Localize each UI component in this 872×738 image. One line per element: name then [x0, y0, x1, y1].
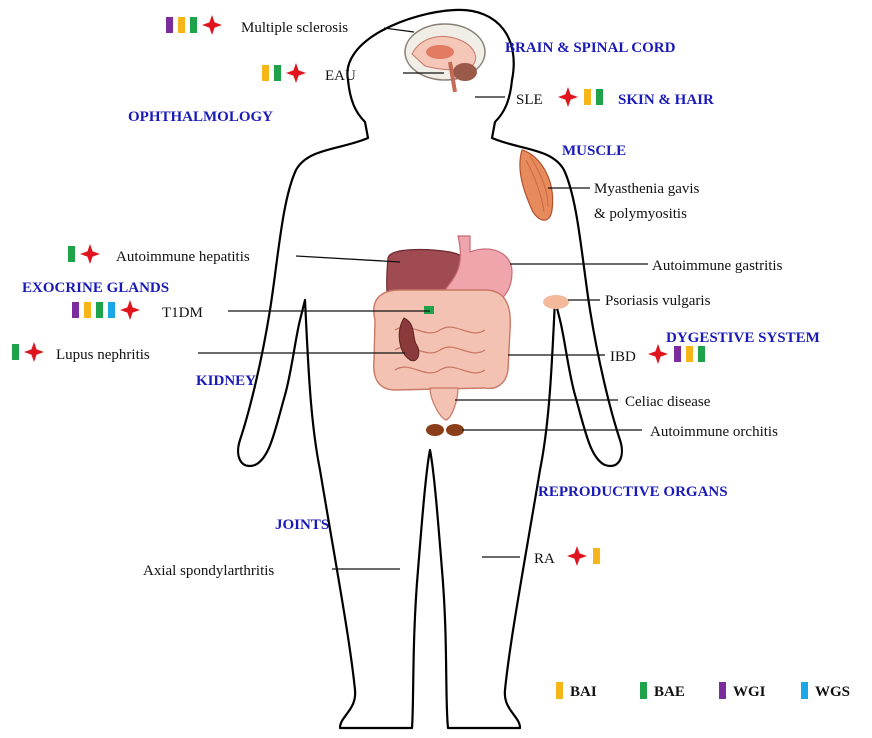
- disease-label-psoriasis: Psoriasis vulgaris: [605, 293, 711, 309]
- legend-swatch-wgs: [801, 682, 808, 699]
- star-icon-ms: [202, 15, 222, 35]
- disease-label-myasthenia: Myasthenia gavis: [594, 181, 700, 197]
- method-bar-bae-ah: [68, 246, 75, 262]
- disease-label-orchitis: Autoimmune orchitis: [650, 424, 778, 440]
- disease-label-autoimmune-gastritis: Autoimmune gastritis: [652, 258, 783, 274]
- star-icon-ra: [567, 546, 587, 566]
- star-icon-sle: [558, 87, 578, 107]
- legend-label-wgi: WGI: [733, 684, 766, 700]
- method-bar-bae-eau: [274, 65, 281, 81]
- method-bar-bae-ibd: [698, 346, 705, 362]
- disease-label-t1dm: T1DM: [162, 305, 203, 321]
- method-bar-wgs-t1dm: [108, 302, 115, 318]
- skin-patch-illustration: [543, 295, 569, 309]
- method-bar-bae-sle: [596, 89, 603, 105]
- system-label-ophthalmology: OPHTHALMOLOGY: [128, 109, 273, 125]
- method-bar-bai-ra: [593, 548, 600, 564]
- legend-swatch-bae: [640, 682, 647, 699]
- legend-label-bai: BAI: [570, 684, 597, 700]
- star-icon-ibd: [648, 344, 668, 364]
- star-icon-t1dm: [120, 300, 140, 320]
- disease-label-sle: SLE: [516, 92, 543, 108]
- disease-label-ibd: IBD: [610, 349, 636, 365]
- legend-label-bae: BAE: [654, 684, 685, 700]
- method-bar-bai-ms: [178, 17, 185, 33]
- star-icon-ah: [80, 244, 100, 264]
- method-bar-bae-t1dm: [96, 302, 103, 318]
- disease-label-ra: RA: [534, 551, 555, 567]
- disease-label-autoimmune-hepatitis: Autoimmune hepatitis: [116, 249, 250, 265]
- method-bar-bai-sle: [584, 89, 591, 105]
- system-label-muscle: MUSCLE: [562, 143, 626, 159]
- system-label-joints: JOINTS: [275, 517, 329, 533]
- system-label-skin: SKIN & HAIR: [618, 92, 714, 108]
- disease-label-celiac: Celiac disease: [625, 394, 711, 410]
- system-label-digestive: DYGESTIVE SYSTEM: [666, 330, 820, 346]
- method-bar-wgi-ibd: [674, 346, 681, 362]
- disease-label-lupus-nephritis: Lupus nephritis: [56, 347, 150, 363]
- method-bar-bae-ms: [190, 17, 197, 33]
- method-bar-bai-t1dm: [84, 302, 91, 318]
- star-icon-ln: [24, 342, 44, 362]
- legend-swatch-bai: [556, 682, 563, 699]
- method-bar-bae-ln: [12, 344, 19, 360]
- method-bar-bai-eau: [262, 65, 269, 81]
- method-bar-wgi-t1dm: [72, 302, 79, 318]
- disease-label-eau: EAU: [325, 68, 356, 84]
- system-label-brain: BRAIN & SPINAL CORD: [505, 40, 676, 56]
- system-label-reproductive: REPRODUCTIVE ORGANS: [538, 484, 728, 500]
- method-bar-wgi-ms: [166, 17, 173, 33]
- disease-label-axial-spondylarthritis: Axial spondylarthritis: [143, 563, 274, 579]
- disease-label-polymyositis: & polymyositis: [594, 206, 687, 222]
- legend-label-wgs: WGS: [815, 684, 850, 700]
- legend: BAI BAE WGI WGS: [556, 682, 850, 700]
- system-label-kidney: KIDNEY: [196, 373, 256, 389]
- star-icon-eau: [286, 63, 306, 83]
- disease-label-multiple-sclerosis: Multiple sclerosis: [241, 20, 348, 36]
- method-bar-bai-ibd: [686, 346, 693, 362]
- system-label-exocrine: EXOCRINE GLANDS: [22, 280, 169, 296]
- legend-swatch-wgi: [719, 682, 726, 699]
